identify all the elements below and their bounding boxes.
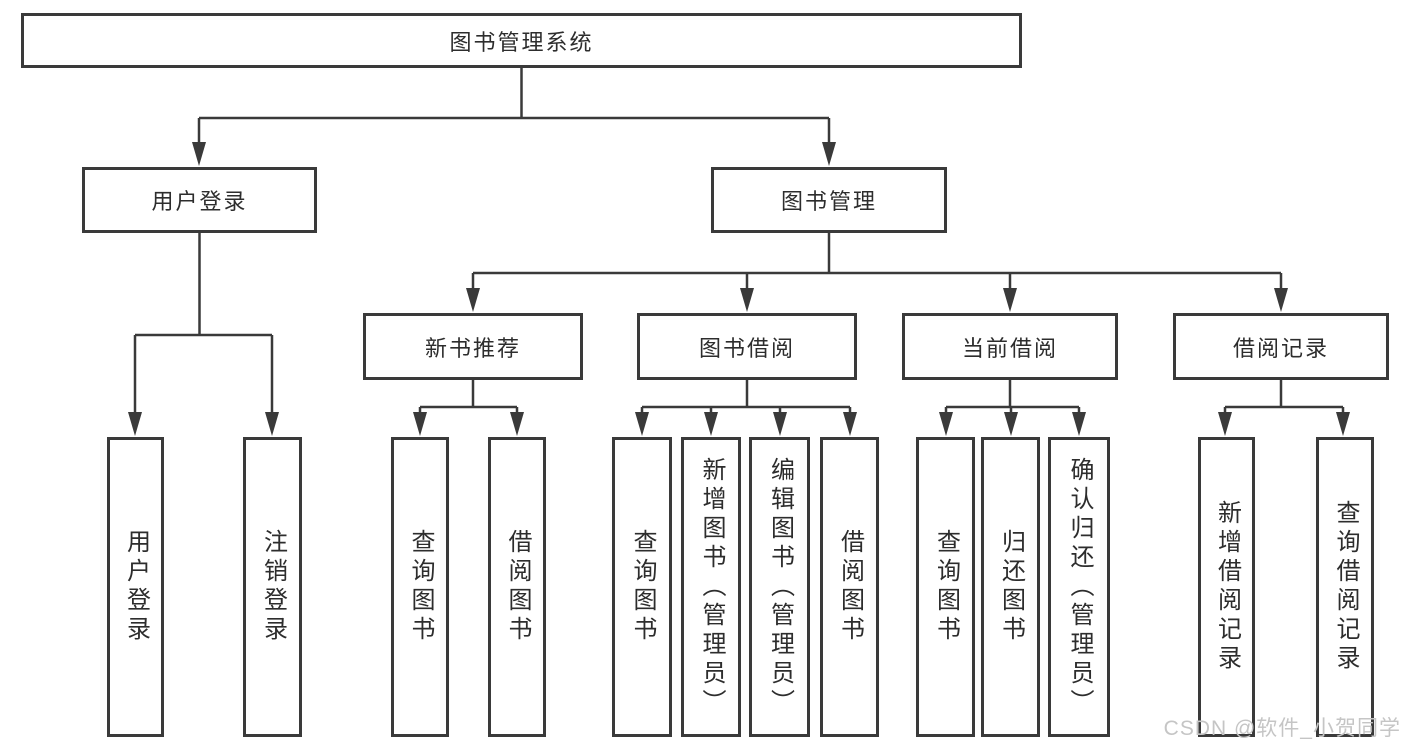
node-current-borrow: 当前借阅: [902, 313, 1118, 380]
connector-book-borrow: [640, 380, 852, 420]
arrowhead: [939, 412, 953, 436]
connector-user-login: [133, 233, 274, 420]
node-book-mgmt-label: 图书管理: [780, 189, 877, 214]
node-root-label: 图书管理系统: [449, 29, 594, 55]
leaf-user-login-label: 用户登录: [122, 529, 150, 645]
arrowhead: [466, 288, 480, 312]
arrowhead: [704, 412, 718, 436]
node-current-borrow-label: 当前借阅: [961, 335, 1058, 361]
leaf-br-query-record-label: 查询借阅记录: [1332, 500, 1359, 674]
leaf-logout-label: 注销登录: [259, 529, 287, 645]
arrowhead: [1218, 412, 1232, 436]
leaf-bb-add-book-label: 新增图书（管理员）: [698, 456, 725, 718]
arrowhead: [1336, 412, 1350, 436]
leaf-user-login: 用户登录: [107, 437, 164, 737]
arrowhead: [128, 412, 142, 436]
leaf-rec-borrow-book-label: 借阅图书: [504, 529, 531, 645]
leaf-cb-return-book: 归还图书: [981, 437, 1040, 737]
arrowhead: [1004, 412, 1018, 436]
leaf-br-add-record-label: 新增借阅记录: [1213, 500, 1241, 674]
connector-borrow-records: [1223, 380, 1345, 420]
csdn-watermark: CSDN @软件_小贺同学: [1163, 717, 1401, 740]
arrowhead: [773, 412, 787, 436]
arrowhead: [1003, 288, 1017, 312]
leaf-br-query-record: 查询借阅记录: [1316, 437, 1374, 737]
leaf-logout: 注销登录: [243, 437, 302, 737]
leaf-bb-edit-book-label: 编辑图书（管理员）: [766, 456, 794, 718]
node-new-book-rec-label: 新书推荐: [424, 335, 521, 361]
leaf-cb-confirm-return-label: 确认归还（管理员）: [1066, 456, 1093, 718]
arrowhead: [510, 412, 524, 436]
leaf-br-add-record: 新增借阅记录: [1198, 437, 1255, 737]
node-user-login: 用户登录: [82, 167, 317, 233]
leaf-bb-borrow-book: 借阅图书: [820, 437, 879, 737]
node-new-book-rec: 新书推荐: [363, 313, 583, 380]
leaf-bb-query-book-label: 查询图书: [629, 529, 656, 645]
node-borrow-records-label: 借阅记录: [1232, 335, 1329, 361]
leaf-rec-query-book: 查询图书: [391, 437, 449, 737]
node-borrow-records: 借阅记录: [1173, 313, 1389, 380]
node-user-login-label: 用户登录: [151, 189, 248, 214]
arrowhead: [1274, 288, 1288, 312]
node-book-borrow: 图书借阅: [637, 313, 857, 380]
leaf-bb-add-book: 新增图书（管理员）: [681, 437, 741, 737]
arrowhead: [413, 412, 427, 436]
arrowhead: [265, 412, 279, 436]
arrowhead: [1072, 412, 1086, 436]
connector-root: [197, 68, 831, 145]
node-book-borrow-label: 图书借阅: [698, 335, 795, 361]
arrowhead: [740, 288, 754, 312]
leaf-bb-borrow-book-label: 借阅图书: [836, 529, 864, 645]
arrowhead: [822, 142, 836, 166]
node-book-mgmt: 图书管理: [711, 167, 947, 233]
leaf-cb-confirm-return: 确认归还（管理员）: [1048, 437, 1110, 737]
connector-new-book-rec: [418, 380, 519, 420]
leaf-cb-query-book: 查询图书: [916, 437, 975, 737]
arrowhead: [635, 412, 649, 436]
arrowhead: [192, 142, 206, 166]
leaf-bb-edit-book: 编辑图书（管理员）: [749, 437, 810, 737]
connector-book-mgmt: [471, 233, 1283, 296]
node-root: 图书管理系统: [21, 13, 1022, 68]
leaf-bb-query-book: 查询图书: [612, 437, 672, 737]
leaf-cb-return-book-label: 归还图书: [997, 529, 1025, 645]
leaf-rec-borrow-book: 借阅图书: [488, 437, 546, 737]
leaf-rec-query-book-label: 查询图书: [407, 529, 434, 645]
leaf-cb-query-book-label: 查询图书: [932, 529, 960, 645]
arrowhead: [843, 412, 857, 436]
